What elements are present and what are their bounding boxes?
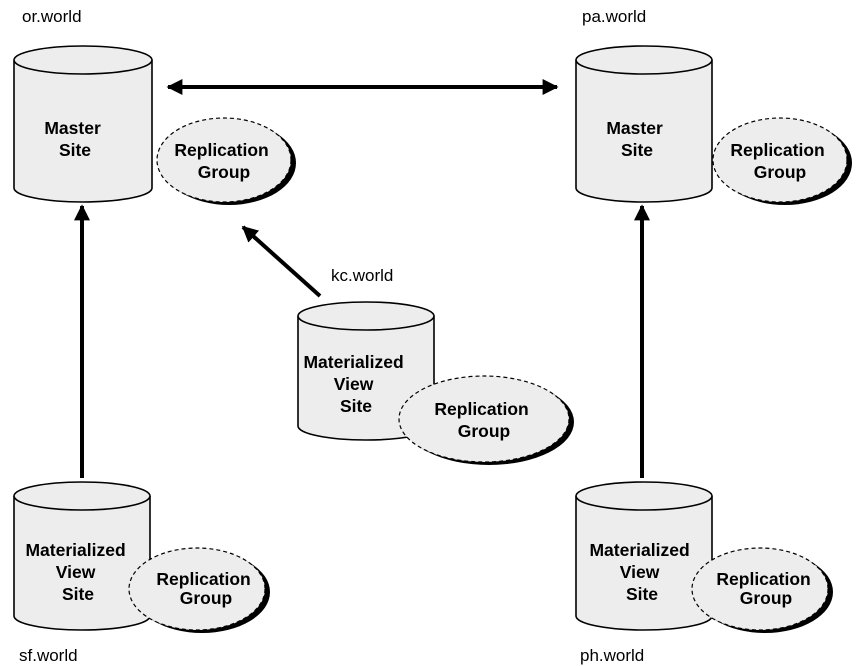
database-cylinder bbox=[575, 481, 713, 631]
group-ellipse bbox=[156, 117, 292, 203]
site-ph: Materialized View Site Replication Group… bbox=[575, 481, 833, 665]
site-type-line-1: Materialized bbox=[303, 352, 403, 372]
site-sf: Materialized View Site Replication Group… bbox=[13, 481, 270, 665]
site-name-label: kc.world bbox=[331, 266, 393, 285]
group-line-2: Group bbox=[740, 588, 793, 608]
cylinder-top bbox=[575, 481, 713, 511]
site-type-line-3: Site bbox=[62, 584, 94, 604]
cylinder-top bbox=[575, 45, 713, 75]
group-label: Replication Group bbox=[156, 569, 255, 608]
site-type-line-1: Master bbox=[606, 118, 663, 138]
link-kc-or-arrow bbox=[241, 225, 322, 298]
group-label: Replication Group bbox=[434, 399, 533, 441]
group-line-1: Replication bbox=[174, 140, 268, 160]
site-type-line-2: View bbox=[56, 562, 96, 582]
database-cylinder bbox=[575, 45, 713, 203]
site-name-label: sf.world bbox=[19, 646, 78, 665]
site-type-label: Master Site bbox=[44, 118, 105, 160]
group-line-2: Group bbox=[198, 162, 251, 182]
replication-group: Replication Group bbox=[156, 117, 296, 205]
group-ellipse bbox=[712, 117, 848, 203]
site-type-label: Master Site bbox=[606, 118, 667, 160]
database-cylinder bbox=[13, 481, 151, 631]
links-layer bbox=[74, 79, 650, 478]
cylinder-top bbox=[13, 45, 153, 75]
replication-group: Replication Group bbox=[128, 547, 270, 633]
site-type-line-1: Materialized bbox=[589, 540, 689, 560]
group-line-2: Group bbox=[458, 421, 511, 441]
site-type-label: Materialized View Site bbox=[589, 540, 694, 604]
site-type-line-3: Site bbox=[626, 584, 658, 604]
group-line-2: Group bbox=[754, 162, 807, 182]
group-label: Replication Group bbox=[716, 569, 815, 608]
site-type-label: Materialized View Site bbox=[25, 540, 130, 604]
database-cylinder bbox=[13, 45, 153, 203]
site-type-line-2: Site bbox=[621, 140, 653, 160]
group-line-1: Replication bbox=[434, 399, 528, 419]
site-type-label: Materialized View Site bbox=[303, 352, 408, 416]
site-type-line-2: Site bbox=[59, 140, 91, 160]
site-type-line-1: Materialized bbox=[25, 540, 125, 560]
group-label: Replication Group bbox=[730, 140, 829, 182]
site-type-line-3: Site bbox=[340, 396, 372, 416]
group-ellipse bbox=[128, 547, 266, 631]
site-pa: pa.world Master Site Replication Group bbox=[575, 7, 852, 205]
group-line-2: Group bbox=[180, 588, 233, 608]
group-line-1: Replication bbox=[156, 569, 250, 589]
cylinder-body bbox=[575, 60, 713, 203]
replication-group: Replication Group bbox=[691, 547, 833, 633]
site-name-label: pa.world bbox=[582, 7, 646, 26]
site-type-line-2: View bbox=[334, 374, 374, 394]
cylinder-body bbox=[575, 496, 713, 631]
group-ellipse bbox=[691, 547, 829, 631]
cylinder-body bbox=[13, 60, 153, 203]
replication-group: Replication Group bbox=[398, 375, 574, 465]
site-type-line-2: View bbox=[620, 562, 660, 582]
site-name-label: or.world bbox=[22, 7, 82, 26]
site-type-line-1: Master bbox=[44, 118, 101, 138]
group-label: Replication Group bbox=[174, 140, 273, 182]
site-or: or.world Master Site Replication Group bbox=[13, 7, 296, 205]
group-line-1: Replication bbox=[730, 140, 824, 160]
cylinder-top bbox=[13, 481, 151, 511]
group-line-1: Replication bbox=[716, 569, 810, 589]
database-cylinder bbox=[297, 301, 435, 441]
replication-group: Replication Group bbox=[712, 117, 852, 205]
cylinder-body bbox=[13, 496, 151, 631]
site-kc: kc.world Materialized View Site Replicat… bbox=[297, 266, 574, 465]
cylinder-top bbox=[297, 301, 435, 331]
group-ellipse bbox=[398, 375, 570, 463]
site-name-label: ph.world bbox=[580, 646, 644, 665]
